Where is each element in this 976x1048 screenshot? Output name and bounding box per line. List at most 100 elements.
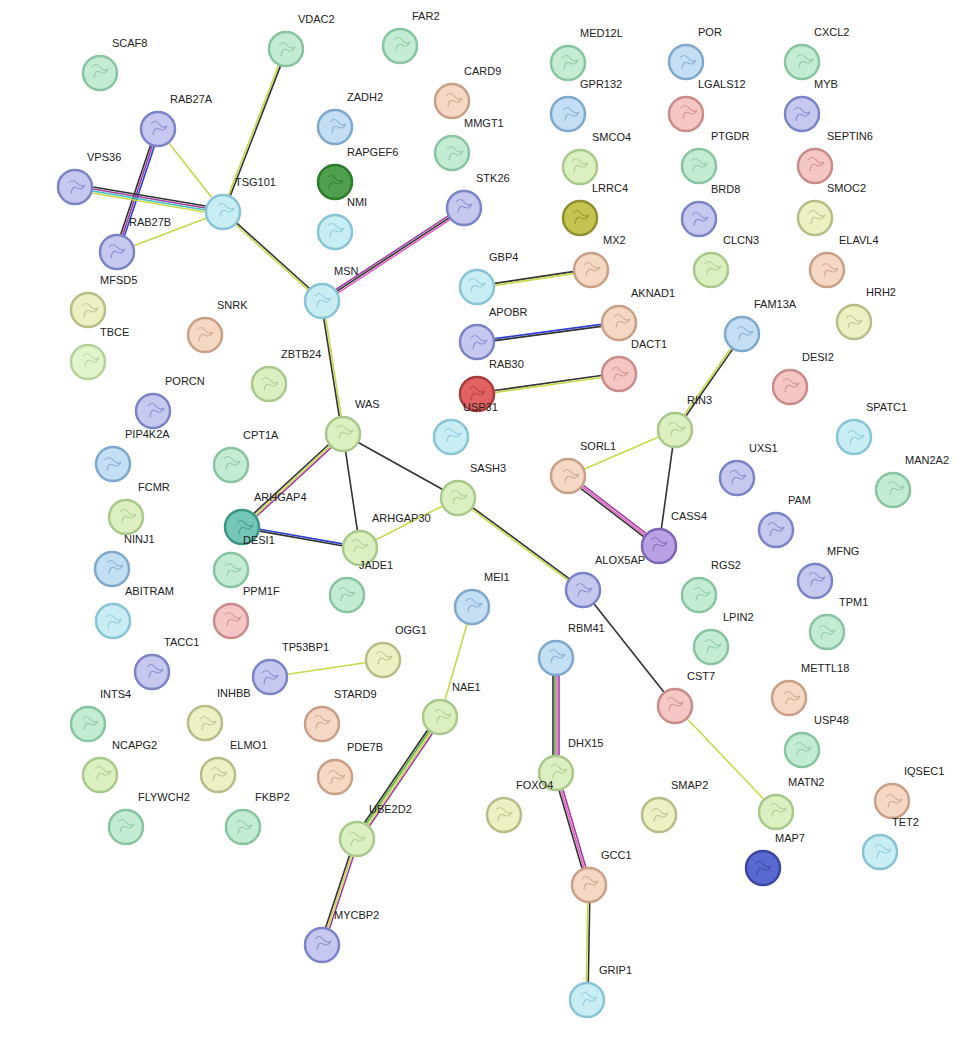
node-label: FCMR xyxy=(137,481,171,494)
node-circle xyxy=(770,679,808,717)
node-label: VPS36 xyxy=(86,151,122,164)
node-label: PTGDR xyxy=(710,130,751,143)
node-circle xyxy=(316,108,354,146)
protein-node: FCMR xyxy=(107,498,145,536)
node-circle xyxy=(303,705,341,743)
protein-node: VPS36 xyxy=(56,168,94,206)
protein-node: AKNAD1 xyxy=(600,304,638,342)
node-circle xyxy=(433,134,471,172)
protein-node: PIP4K2A xyxy=(94,445,132,483)
node-circle xyxy=(433,82,471,120)
protein-node: CST7 xyxy=(656,687,694,725)
protein-node: CARD9 xyxy=(433,82,471,120)
interaction-edge xyxy=(288,663,365,675)
node-circle xyxy=(139,110,177,148)
protein-node: NCAPG2 xyxy=(81,756,119,794)
node-circle xyxy=(453,588,491,626)
node-label: PIP4K2A xyxy=(124,428,171,441)
node-label: FAM13A xyxy=(753,298,797,311)
interaction-edge xyxy=(169,143,212,198)
protein-node: FOXO4 xyxy=(485,796,523,834)
interaction-edge xyxy=(495,324,602,340)
interaction-edge xyxy=(559,790,586,869)
node-circle xyxy=(680,200,718,238)
node-circle xyxy=(69,705,107,743)
protein-node: SASH3 xyxy=(439,479,477,517)
node-circle xyxy=(133,653,171,691)
node-label: LPIN2 xyxy=(722,611,755,624)
node-label: RAPGEF6 xyxy=(346,146,399,159)
node-circle xyxy=(134,392,172,430)
protein-node: LGALS12 xyxy=(667,95,705,133)
node-circle xyxy=(316,163,354,201)
protein-node: WAS xyxy=(324,415,362,453)
node-circle xyxy=(94,445,132,483)
protein-node: PTGDR xyxy=(680,147,718,185)
node-label: SPATC1 xyxy=(865,401,908,414)
node-label: SCAF8 xyxy=(111,37,148,50)
node-label: TPM1 xyxy=(838,596,869,609)
protein-node: STARD9 xyxy=(303,705,341,743)
node-circle xyxy=(757,793,795,831)
node-circle xyxy=(338,820,376,858)
node-circle xyxy=(680,576,718,614)
node-circle xyxy=(600,355,638,393)
node-circle xyxy=(328,576,366,614)
node-label: RAB27A xyxy=(169,93,213,106)
node-label: VDAC2 xyxy=(297,13,336,26)
protein-node: OGG1 xyxy=(364,641,402,679)
protein-node: ABITRAM xyxy=(94,602,132,640)
protein-node: DESI1 xyxy=(212,551,250,589)
protein-node: RAB27A xyxy=(139,110,177,148)
node-label: ARHGAP30 xyxy=(371,512,432,525)
node-label: FAR2 xyxy=(411,10,441,23)
protein-node: FKBP2 xyxy=(224,808,262,846)
node-circle xyxy=(564,571,602,609)
node-label: CARD9 xyxy=(463,65,502,78)
protein-node: FLYWCH2 xyxy=(107,808,145,846)
protein-node: SNRK xyxy=(186,316,224,354)
node-label: DHX15 xyxy=(567,737,604,750)
protein-node: MFNG xyxy=(796,562,834,600)
protein-node: GRIP1 xyxy=(568,981,606,1019)
node-circle xyxy=(458,268,496,306)
node-label: TBCE xyxy=(99,326,130,339)
protein-node: ELAVL4 xyxy=(808,251,846,289)
node-label: CPT1A xyxy=(242,429,279,442)
protein-node: SEPTIN6 xyxy=(796,147,834,185)
protein-node: LRRC4 xyxy=(561,199,599,237)
protein-node: PDE7B xyxy=(316,758,354,796)
protein-node: TP53BP1 xyxy=(251,658,289,696)
protein-node: PORCN xyxy=(134,392,172,430)
node-circle xyxy=(783,731,821,769)
interaction-edge xyxy=(336,216,450,293)
node-label: INHBB xyxy=(216,687,252,700)
node-circle xyxy=(783,95,821,133)
node-circle xyxy=(561,148,599,186)
node-label: NCAPG2 xyxy=(111,739,158,752)
node-label: OGG1 xyxy=(394,624,428,637)
protein-node: APOBR xyxy=(458,323,496,361)
node-label: STARD9 xyxy=(333,688,378,701)
node-circle xyxy=(439,479,477,517)
node-label: SMAP2 xyxy=(670,779,709,792)
protein-node: MFSD5 xyxy=(69,291,107,329)
node-label: JADE1 xyxy=(358,559,394,572)
node-label: IQSEC1 xyxy=(903,765,945,778)
protein-node: SMCO4 xyxy=(561,148,599,186)
node-label: SNRK xyxy=(216,299,249,312)
protein-node: USP48 xyxy=(783,731,821,769)
node-circle xyxy=(796,147,834,185)
node-label: RBM41 xyxy=(567,622,606,635)
node-label: TSG101 xyxy=(234,176,277,189)
node-circle xyxy=(640,527,678,565)
protein-node: TSG101 xyxy=(204,193,242,231)
protein-node: MEI1 xyxy=(453,588,491,626)
protein-node: RBM41 xyxy=(537,639,575,677)
protein-node: SMOC2 xyxy=(796,199,834,237)
protein-node: UXS1 xyxy=(718,459,756,497)
interaction-edge xyxy=(254,445,331,517)
node-label: SASH3 xyxy=(469,462,507,475)
protein-node: NMI xyxy=(316,213,354,251)
